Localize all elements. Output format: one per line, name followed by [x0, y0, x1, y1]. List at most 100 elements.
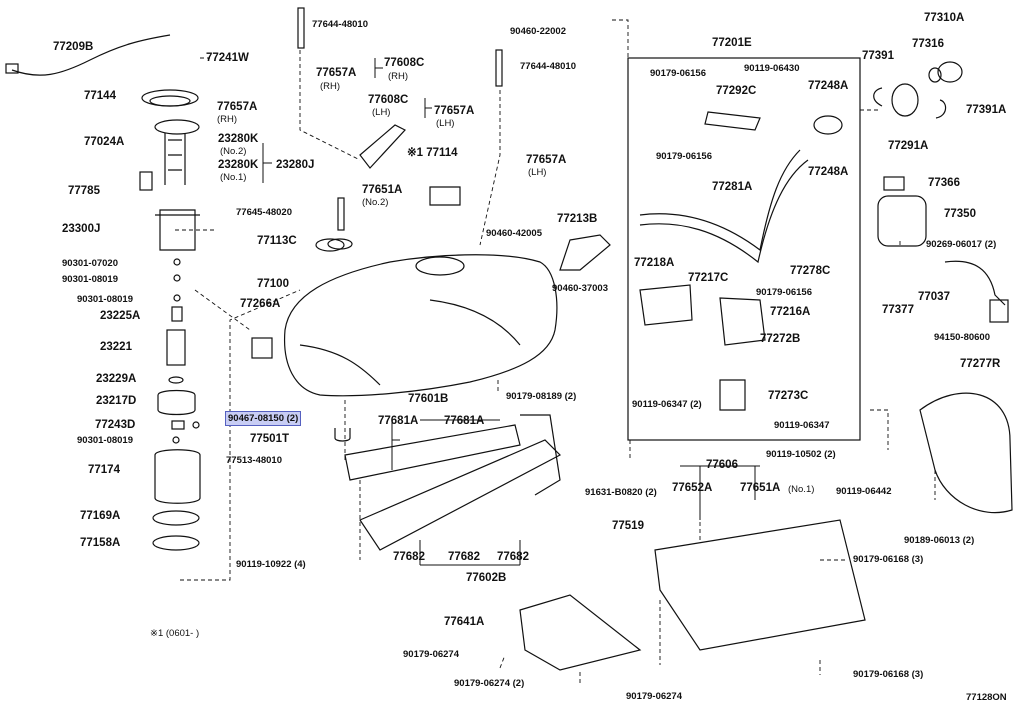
part-label-77216a[interactable]: 77216A	[770, 306, 811, 318]
part-label-77681a-1[interactable]: 77681A	[378, 415, 419, 427]
part-label-23229a[interactable]: 23229A	[96, 373, 137, 385]
part-label-90460-37003[interactable]: 90460-37003	[552, 283, 608, 294]
part-label-77682-3[interactable]: 77682	[497, 551, 529, 563]
part-label-77037[interactable]: 77037	[918, 291, 950, 303]
part-label-90301-08019b[interactable]: 90301-08019	[77, 294, 133, 305]
part-label-23280k-no1[interactable]: 23280K	[218, 159, 259, 171]
part-label-77241w[interactable]: 77241W	[206, 52, 249, 64]
part-label-77277r[interactable]: 77277R	[960, 358, 1001, 370]
subassembly-box-77201e	[627, 57, 861, 441]
part-label-77657a-rh1[interactable]: 77657A	[316, 67, 357, 79]
band-77601b	[344, 424, 521, 481]
part-label-77310a[interactable]: 77310A	[924, 12, 965, 24]
part-label-77272b[interactable]: 77272B	[760, 333, 801, 345]
part-label-77377[interactable]: 77377	[882, 304, 914, 316]
part-label-77113c[interactable]: 77113C	[257, 235, 297, 247]
part-label-77651a-no1[interactable]: 77651A	[740, 482, 781, 494]
part-label-90460-42005[interactable]: 90460-42005	[486, 228, 542, 239]
part-label-77350[interactable]: 77350	[944, 208, 976, 220]
part-label-77657a-lh2[interactable]: 77657A	[526, 154, 567, 166]
part-label-77602b[interactable]: 77602B	[466, 572, 507, 584]
part-label-90119-10922[interactable]: 90119-10922 (4)	[236, 559, 306, 570]
part-label-90301-08019a[interactable]: 90301-08019	[62, 274, 118, 285]
part-label-77641a[interactable]: 77641A	[444, 616, 485, 628]
part-label-90179-06156b[interactable]: 90179-06156	[656, 151, 712, 162]
part-label-77243d[interactable]: 77243D	[95, 419, 136, 431]
part-label-77657a-lh1[interactable]: 77657A	[434, 105, 475, 117]
part-label-90179-08189[interactable]: 90179-08189 (2)	[506, 391, 577, 402]
part-label-77217c[interactable]: 77217C	[688, 272, 729, 284]
protector-77606	[654, 519, 866, 651]
part-label-77608c-rh[interactable]: 77608C	[384, 57, 425, 69]
part-label-77651a-no2[interactable]: 77651A	[362, 184, 403, 196]
part-label-23221[interactable]: 23221	[100, 341, 132, 353]
part-label-77174[interactable]: 77174	[88, 464, 120, 476]
part-label-77652a[interactable]: 77652A	[672, 482, 713, 494]
part-label-77291a[interactable]: 77291A	[888, 140, 929, 152]
part-label-77209b[interactable]: 77209B	[53, 41, 94, 53]
part-label-90460-22002[interactable]: 90460-22002	[510, 26, 566, 37]
part-label-77218a[interactable]: 77218A	[634, 257, 675, 269]
part-label-77785[interactable]: 77785	[68, 185, 100, 197]
part-label-90179-06168b[interactable]: 90179-06168 (3)	[853, 669, 924, 680]
part-label-77606[interactable]: 77606	[706, 459, 738, 471]
part-label-90119-06442[interactable]: 90119-06442	[836, 486, 892, 497]
part-label-77248a-2[interactable]: 77248A	[808, 166, 849, 178]
part-label-90301-07020[interactable]: 90301-07020	[62, 258, 118, 269]
part-label-77391a[interactable]: 77391A	[966, 104, 1007, 116]
part-label-77248a-1[interactable]: 77248A	[808, 80, 849, 92]
part-label-77501t[interactable]: 77501T	[250, 433, 290, 445]
part-label-77169a[interactable]: 77169A	[80, 510, 121, 522]
part-label-77213b[interactable]: 77213B	[557, 213, 598, 225]
part-label-77681a-2[interactable]: 77681A	[444, 415, 485, 427]
part-label-77114[interactable]: ※1 77114	[407, 147, 458, 159]
part-label-77519[interactable]: 77519	[612, 520, 644, 532]
part-label-90179-06274b[interactable]: 90179-06274 (2)	[454, 678, 525, 689]
part-label-77278c[interactable]: 77278C	[790, 265, 831, 277]
part-label-77281a[interactable]: 77281A	[712, 181, 753, 193]
part-label-90179-06168a[interactable]: 90179-06168 (3)	[853, 554, 924, 565]
part-label-23300j[interactable]: 23300J	[62, 223, 101, 235]
part-label-90119-10502[interactable]: 90119-10502 (2)	[766, 449, 836, 460]
part-label-77513-48010[interactable]: 77513-48010	[226, 455, 282, 466]
part-label-90119-06347b[interactable]: 90119-06347	[774, 420, 830, 431]
part-label-91631-b0820[interactable]: 91631-B0820 (2)	[585, 487, 657, 498]
part-label-77144[interactable]: 77144	[84, 90, 116, 102]
part-label-77100[interactable]: 77100	[257, 278, 289, 290]
part-label-23280j[interactable]: 23280J	[276, 159, 315, 171]
part-label-77158a[interactable]: 77158A	[80, 537, 121, 549]
part-label-90269-06017[interactable]: 90269-06017 (2)	[926, 239, 997, 250]
part-label-23225a[interactable]: 23225A	[100, 310, 141, 322]
part-label-77682-2[interactable]: 77682	[448, 551, 480, 563]
part-label-77644-48010b[interactable]: 77644-48010	[520, 61, 576, 72]
part-label-90179-06156c[interactable]: 90179-06156	[756, 287, 812, 298]
part-label-77273c[interactable]: 77273C	[768, 390, 809, 402]
part-label-77201e[interactable]: 77201E	[712, 37, 752, 49]
part-label-90119-06430[interactable]: 90119-06430	[744, 63, 800, 74]
pump-bracket-23300j	[155, 209, 200, 251]
part-label-94150-80600[interactable]: 94150-80600	[934, 332, 990, 343]
label-rh-b: (RH)	[320, 81, 341, 92]
part-label-77645-48020[interactable]: 77645-48020	[236, 207, 292, 218]
part-label-77292c[interactable]: 77292C	[716, 85, 757, 97]
part-label-90301-08019c[interactable]: 90301-08019	[77, 435, 133, 446]
part-label-77608c-lh[interactable]: 77608C	[368, 94, 409, 106]
part-label-90179-06274a[interactable]: 90179-06274	[403, 649, 459, 660]
part-label-90189-06013[interactable]: 90189-06013 (2)	[904, 535, 975, 546]
part-label-77366[interactable]: 77366	[928, 177, 960, 189]
part-label-77601b[interactable]: 77601B	[408, 393, 449, 405]
part-label-90119-06347a[interactable]: 90119-06347 (2)	[632, 399, 702, 410]
part-label-77316[interactable]: 77316	[912, 38, 944, 50]
part-label-77682-1[interactable]: 77682	[393, 551, 425, 563]
part-label-77657a-rh2[interactable]: 77657A	[217, 101, 258, 113]
part-label-90179-06274c[interactable]: 90179-06274	[626, 691, 682, 702]
pump-flange-77024a	[154, 119, 200, 135]
part-label-77391[interactable]: 77391	[862, 50, 894, 62]
part-label-77266a[interactable]: 77266A	[240, 298, 281, 310]
part-label-23217d[interactable]: 23217D	[96, 395, 137, 407]
part-label-90179-06156a[interactable]: 90179-06156	[650, 68, 706, 79]
part-label-77024a[interactable]: 77024A	[84, 136, 125, 148]
part-label-23280k-no2[interactable]: 23280K	[218, 133, 259, 145]
part-label-77644-48010a[interactable]: 77644-48010	[312, 19, 368, 30]
part-label-90467-08150-highlighted[interactable]: 90467-08150 (2)	[225, 411, 302, 426]
